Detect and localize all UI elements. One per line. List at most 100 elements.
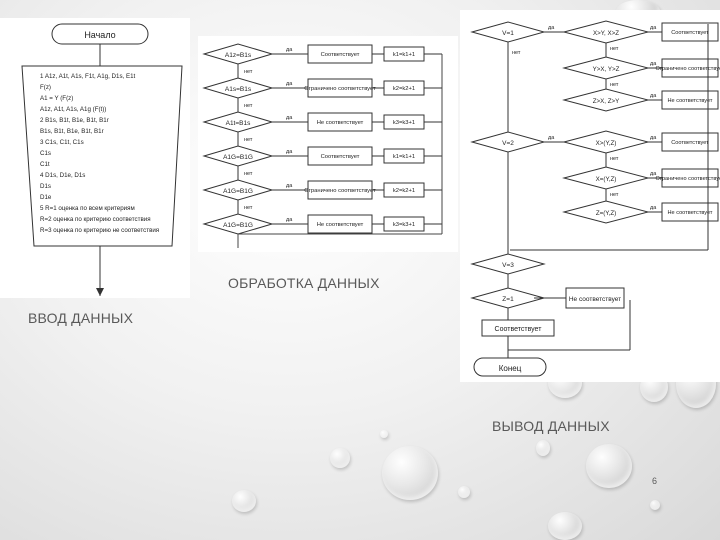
result-label: Не соответствует (317, 222, 364, 228)
input-flowchart-panel: Начало 1 A1z, A1t, A1s, F1t, A1g, D1s, E… (0, 18, 190, 298)
counter-label: k3=k3+1 (393, 222, 415, 228)
decision-label: A1G=B1G (223, 188, 253, 195)
water-drop (650, 500, 660, 510)
input-line: F(z) (40, 84, 51, 91)
branch-yes-label: да (548, 25, 555, 31)
branch-no-label: нет (512, 50, 521, 56)
result-label: Ограничено соответствует (656, 66, 720, 72)
bottom-right-result-label: Не соответствует (569, 296, 621, 303)
water-drop (380, 430, 388, 438)
water-drop (458, 486, 470, 498)
input-flowchart: Начало 1 A1z, A1t, A1s, F1t, A1g, D1s, E… (21, 23, 183, 296)
bottom-result-box (481, 319, 555, 337)
branch-yes-label: да (286, 47, 293, 53)
branch-yes-label: да (548, 135, 555, 141)
branch-no-label: нет (244, 171, 253, 177)
branch-no-label: нет (610, 156, 619, 162)
input-line: 3 C1s, C1t, C1s (40, 139, 84, 146)
input-line: B1s, B1t, B1e, B1t, B1r (40, 128, 104, 135)
input-line: R=2 оценка по критерию соответствия (40, 216, 151, 223)
input-line: R=3 оценка по критерию не соответствия (40, 227, 159, 234)
input-line: D1e (40, 194, 52, 201)
decision-label: V=1 (502, 30, 514, 37)
branch-yes-label: да (286, 217, 293, 223)
decision-label: Y>X, Y>Z (593, 66, 620, 73)
branch-yes-label: да (650, 61, 657, 67)
input-line: 2 B1s, B1t, B1e, B1t, B1r (40, 117, 109, 124)
result-label: Соответствует (321, 52, 360, 58)
result-box (661, 202, 719, 222)
end-label: Конец (499, 364, 522, 373)
decision-label: V=2 (502, 140, 514, 147)
result-label: Не соответствует (668, 98, 713, 104)
input-parallelogram (21, 65, 183, 247)
start-label: Начало (84, 30, 115, 40)
counter-label: k1=k1+1 (393, 52, 415, 58)
decision-label: Z=1 (502, 296, 514, 303)
water-drop (232, 490, 256, 512)
decision-label: X>Y, X>Z (593, 30, 619, 37)
caption-input: ВВОД ДАННЫХ (28, 310, 134, 326)
water-drop (536, 440, 550, 456)
input-line: 5 R=1 оценка по всем критериям (40, 205, 135, 212)
input-line: 1 A1z, A1t, A1s, F1t, A1g, D1s, E1t (40, 73, 136, 80)
branch-no-label: нет (610, 82, 619, 88)
branch-yes-label: да (286, 115, 293, 121)
caption-output: ВЫВОД ДАННЫХ (492, 418, 610, 434)
decision-label: V=3 (502, 262, 514, 269)
counter-label: k2=k2+1 (393, 188, 415, 194)
result-label: Не соответствует (317, 120, 364, 126)
decision-label: A1s=B1s (225, 86, 252, 93)
counter-label: k3=k3+1 (393, 120, 415, 126)
result-label: Не соответствует (668, 210, 713, 216)
result-label: Соответствует (321, 154, 360, 160)
branch-no-label: нет (244, 205, 253, 211)
caption-processing: ОБРАБОТКА ДАННЫХ (228, 275, 380, 291)
branch-yes-label: да (286, 81, 293, 87)
counter-label: k1=k1+1 (393, 154, 415, 160)
branch-yes-label: да (650, 171, 657, 177)
decision-label: X=(Y,Z) (596, 176, 617, 183)
result-box (661, 90, 719, 110)
decision-diamond (470, 253, 546, 275)
input-line: A1z, A1t, A1s, A1g (F(t)) (40, 106, 106, 113)
input-line: 4 D1s, D1e, D1s (40, 172, 85, 179)
decision-label: Z=(Y,Z) (596, 210, 616, 217)
branch-no-label: нет (244, 69, 253, 75)
decision-label: A1t=B1s (226, 120, 252, 127)
input-line: C1s (40, 150, 51, 157)
result-label: Ограничено соответствует (304, 188, 376, 194)
branch-no-label: нет (610, 46, 619, 52)
result-box (661, 58, 719, 78)
counter-label: k2=k2+1 (393, 86, 415, 92)
result-label: Соответствует (671, 140, 709, 146)
result-box (661, 22, 719, 42)
result-box (661, 132, 719, 152)
branch-yes-label: да (650, 25, 657, 31)
water-drop (382, 446, 438, 500)
page-number: 6 (652, 476, 658, 486)
decision-label: A1G=B1G (223, 154, 253, 161)
result-box (661, 168, 719, 188)
input-line: C1t (40, 161, 50, 168)
bottom-result-label: Соответствует (495, 326, 543, 333)
decision-label: Z>X, Z>Y (593, 98, 619, 105)
branch-no-label: нет (244, 103, 253, 109)
decision-label: A1z=B1s (225, 52, 252, 59)
result-label: Ограничено соответствует (656, 176, 720, 182)
input-line: A1 = Y (F(z) (40, 95, 73, 102)
decision-label: X>(Y,Z) (596, 140, 617, 147)
branch-no-label: нет (244, 137, 253, 143)
branch-yes-label: да (286, 149, 293, 155)
branch-yes-label: да (650, 135, 657, 141)
end-terminator (473, 357, 547, 377)
input-line: D1s (40, 183, 51, 190)
